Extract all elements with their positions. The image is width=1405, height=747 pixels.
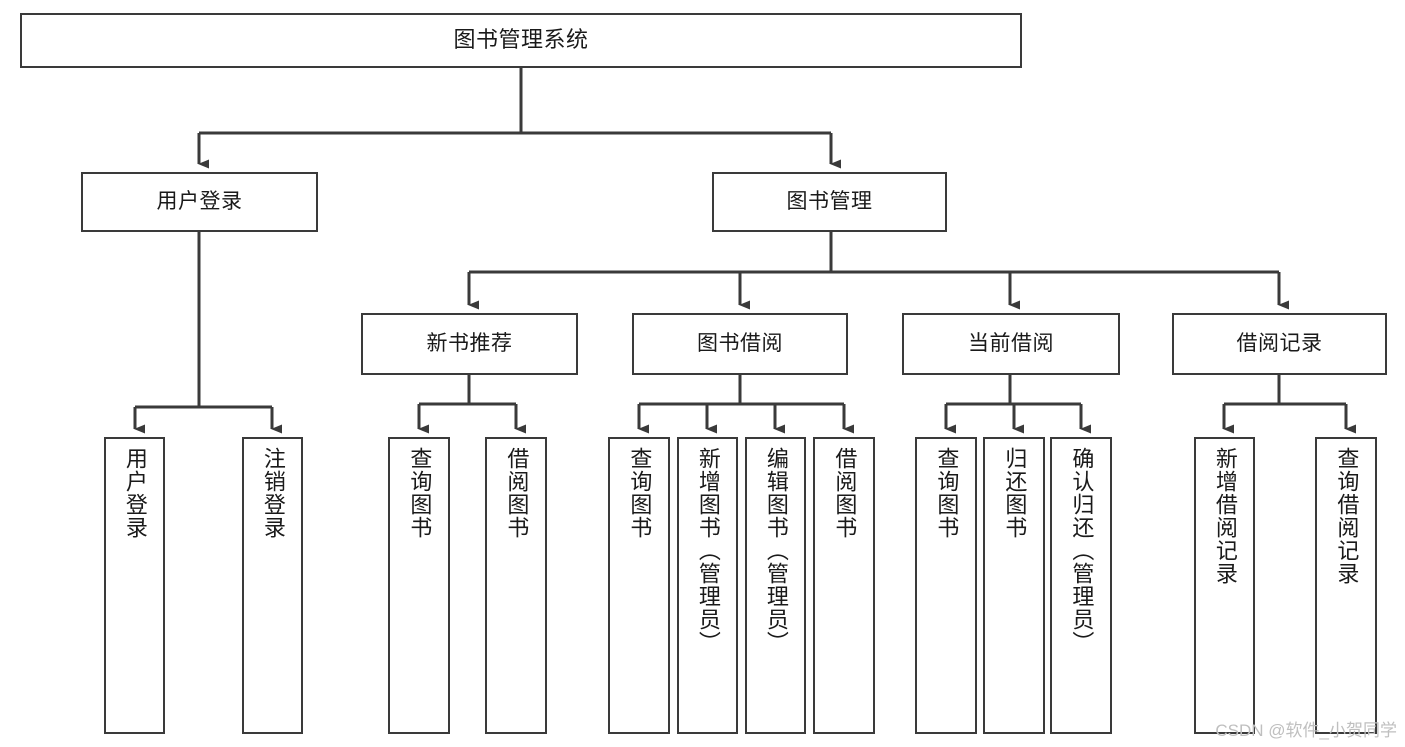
node-label: 查询图书	[407, 447, 433, 539]
node-book-borrowing[interactable]: 图书借阅	[632, 313, 848, 375]
node-label: 用户登录	[122, 447, 148, 539]
node-label: 注销登录	[260, 447, 286, 539]
node-root-book-management-system[interactable]: 图书管理系统	[20, 13, 1022, 68]
node-user-login[interactable]: 用户登录	[81, 172, 318, 232]
node-label: 归还图书	[1002, 447, 1028, 539]
node-label: 图书借阅	[697, 332, 783, 356]
node-new-book-recommendation[interactable]: 新书推荐	[361, 313, 578, 375]
leaf-logout[interactable]: 注销登录	[242, 437, 303, 734]
node-borrowing-records[interactable]: 借阅记录	[1172, 313, 1387, 375]
leaf-user-login[interactable]: 用户登录	[104, 437, 165, 734]
node-current-borrowing[interactable]: 当前借阅	[902, 313, 1120, 375]
leaf-borrow-book-new[interactable]: 借阅图书	[485, 437, 547, 734]
leaf-edit-book-admin[interactable]: 编辑图书（管理员）	[745, 437, 806, 734]
node-label: 借阅图书	[504, 447, 530, 539]
leaf-query-book-new[interactable]: 查询图书	[388, 437, 450, 734]
node-label: 确认归还（管理员）	[1069, 447, 1095, 654]
leaf-query-book-current[interactable]: 查询图书	[915, 437, 977, 734]
node-label: 查询图书	[934, 447, 960, 539]
leaf-query-book-borrow[interactable]: 查询图书	[608, 437, 670, 734]
node-label: 新增图书（管理员）	[695, 447, 721, 654]
leaf-add-book-admin[interactable]: 新增图书（管理员）	[677, 437, 738, 734]
node-label: 查询借阅记录	[1334, 447, 1360, 585]
node-label: 编辑图书（管理员）	[763, 447, 789, 654]
leaf-borrow-book[interactable]: 借阅图书	[813, 437, 875, 734]
watermark-text: CSDN @软件_小贺同学	[1215, 721, 1397, 740]
node-book-management[interactable]: 图书管理	[712, 172, 947, 232]
node-label: 当前借阅	[968, 332, 1054, 356]
node-label: 查询图书	[627, 447, 653, 539]
leaf-return-book[interactable]: 归还图书	[983, 437, 1045, 734]
node-label: 新书推荐	[426, 332, 513, 356]
node-label: 借阅图书	[832, 447, 858, 539]
leaf-query-borrow-record[interactable]: 查询借阅记录	[1315, 437, 1377, 734]
node-label: 新增借阅记录	[1212, 447, 1238, 585]
node-label: 图书管理	[786, 190, 873, 214]
leaf-confirm-return-admin[interactable]: 确认归还（管理员）	[1050, 437, 1112, 734]
leaf-add-borrow-record[interactable]: 新增借阅记录	[1194, 437, 1255, 734]
node-label: 用户登录	[156, 190, 243, 214]
node-label: 借阅记录	[1236, 332, 1323, 356]
node-label: 图书管理系统	[453, 27, 589, 53]
